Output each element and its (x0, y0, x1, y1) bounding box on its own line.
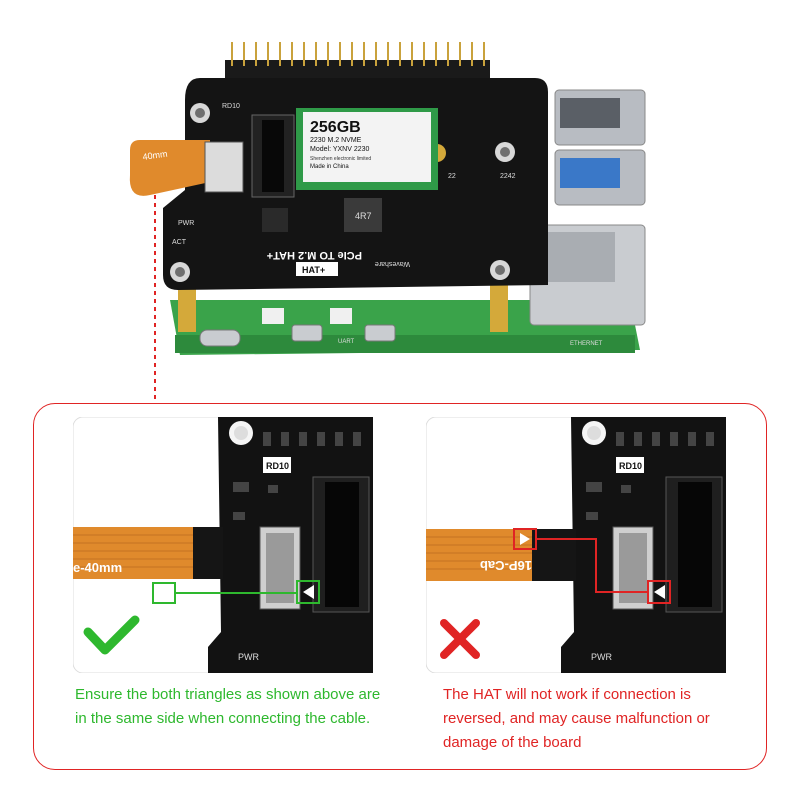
gpio-pins (231, 42, 485, 66)
inductor-chip (344, 198, 382, 232)
correct-connection-panel: RD10 e-40mm PWR (73, 417, 373, 673)
rd10-badge (616, 457, 644, 473)
reversed-caption: The HAT will not work if connection is r… (443, 686, 710, 751)
svg-text:256GB: 256GB (310, 119, 361, 136)
svg-text:RD10: RD10 (619, 461, 642, 471)
uart-label: UART (338, 339, 355, 345)
callout-frame (33, 403, 767, 770)
rd10-label: RD10 (222, 103, 240, 110)
hdmi-port-1 (291, 324, 323, 342)
svg-text:Shenzhen electronic limited: Shenzhen electronic limited (310, 156, 371, 162)
act-label: ACT (172, 239, 187, 246)
check-mark-icon (83, 615, 140, 655)
board-title: PCIe TO M.2 HAT+ (267, 249, 362, 261)
product-photo: ETHERNET 40mm 256GB 2230 M.2 NVME Model:… (129, 42, 646, 400)
svg-text:2230 M.2 NVME: 2230 M.2 NVME (310, 137, 362, 144)
hat-badge (296, 262, 338, 276)
rd10-badge (263, 457, 291, 473)
hdmi-port-2 (364, 324, 396, 342)
correct-caption: Ensure the both triangles as shown above… (75, 686, 381, 727)
svg-text:RD10: RD10 (266, 461, 289, 471)
size-label-22: 22 (448, 173, 456, 180)
ssd-module: 256GB 2230 M.2 NVME Model: YXNV 2230 She… (296, 108, 438, 190)
cross-mark-icon (440, 619, 480, 659)
fpc-cable (129, 140, 210, 196)
usb-c-port (199, 329, 241, 347)
pwr-label: PWR (591, 652, 612, 662)
reversed-connection-panel: RD10 16P-Cab PWR (426, 417, 726, 673)
brand-label: Waveshare (375, 260, 410, 267)
cable-length-label: 40mm (142, 149, 168, 162)
svg-text:Made in China: Made in China (310, 164, 349, 170)
svg-text:4R7: 4R7 (355, 211, 372, 221)
svg-text:HAT+: HAT+ (302, 265, 325, 275)
pwr-label: PWR (178, 220, 194, 227)
ethernet-label: ETHERNET (570, 341, 603, 347)
cable-text: 16P-Cab (480, 558, 532, 573)
size-label-2242: 2242 (500, 173, 516, 180)
hdmi-label: HDMI (315, 289, 346, 303)
pwr-label: PWR (238, 652, 259, 662)
cable-text: e-40mm (73, 560, 122, 575)
ribbon-cable (73, 527, 201, 579)
svg-text:Model: YXNV 2230: Model: YXNV 2230 (310, 146, 370, 153)
